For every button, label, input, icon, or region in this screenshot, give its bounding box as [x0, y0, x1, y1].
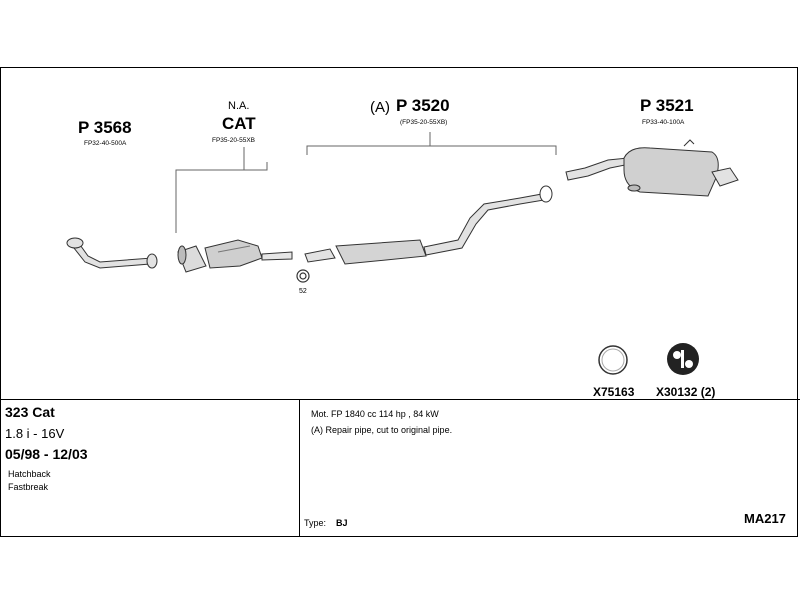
- p3520-bracket: [306, 145, 557, 155]
- vehicle-model: 323 Cat: [5, 404, 55, 420]
- vehicle-body-fastbreak: Fastbreak: [8, 482, 49, 492]
- part-code-p3520: (FP35-20-55XB): [400, 119, 448, 126]
- diagram-frame: [0, 67, 798, 537]
- ring-icon-x75163: [598, 345, 628, 375]
- accessory-code-x75163: X75163: [593, 385, 635, 399]
- vehicle-body-hatchback: Hatchback: [8, 469, 51, 479]
- part-number-p3521: P 3521: [640, 96, 694, 115]
- part-code-p3521: FP33-40-100A: [642, 119, 685, 126]
- cat-bracket: [175, 162, 268, 233]
- motor-spec: Mot. FP 1840 cc 114 hp , 84 kW: [311, 409, 439, 419]
- vehicle-engine: 1.8 i - 16V: [5, 426, 65, 441]
- type-value: BJ: [336, 518, 348, 528]
- diagram-reference: MA217: [744, 511, 786, 526]
- repair-note: (A) Repair pipe, cut to original pipe.: [311, 425, 453, 435]
- part-code-cat: FP35-20-55XB: [212, 137, 255, 144]
- part-bracket-lines: [175, 132, 557, 233]
- front-pipe-p3568: [66, 237, 158, 269]
- part-code-p3568: FP32-40-500A: [84, 140, 127, 147]
- part-number-p3568: P 3568: [78, 118, 132, 137]
- rubber-mount-icon-x30132: [667, 343, 699, 375]
- part-number-p3520: P 3520: [396, 96, 450, 115]
- rear-silencer-p3521: [565, 139, 739, 197]
- accessory-code-x30132: X30132 (2): [656, 385, 716, 399]
- p3520-marker: (A): [370, 99, 390, 116]
- type-label: Type:: [304, 518, 327, 528]
- gasket-number: 52: [299, 288, 307, 295]
- vehicle-dates: 05/98 - 12/03: [5, 446, 88, 462]
- cat-prefix: N.A.: [228, 100, 250, 112]
- catalytic-converter: [177, 239, 293, 273]
- middle-pipe-p3520: [304, 185, 553, 265]
- part-number-cat: CAT: [222, 114, 256, 133]
- vertical-divider: [299, 399, 300, 537]
- gasket-52: [296, 269, 310, 283]
- horizontal-divider: [0, 399, 800, 400]
